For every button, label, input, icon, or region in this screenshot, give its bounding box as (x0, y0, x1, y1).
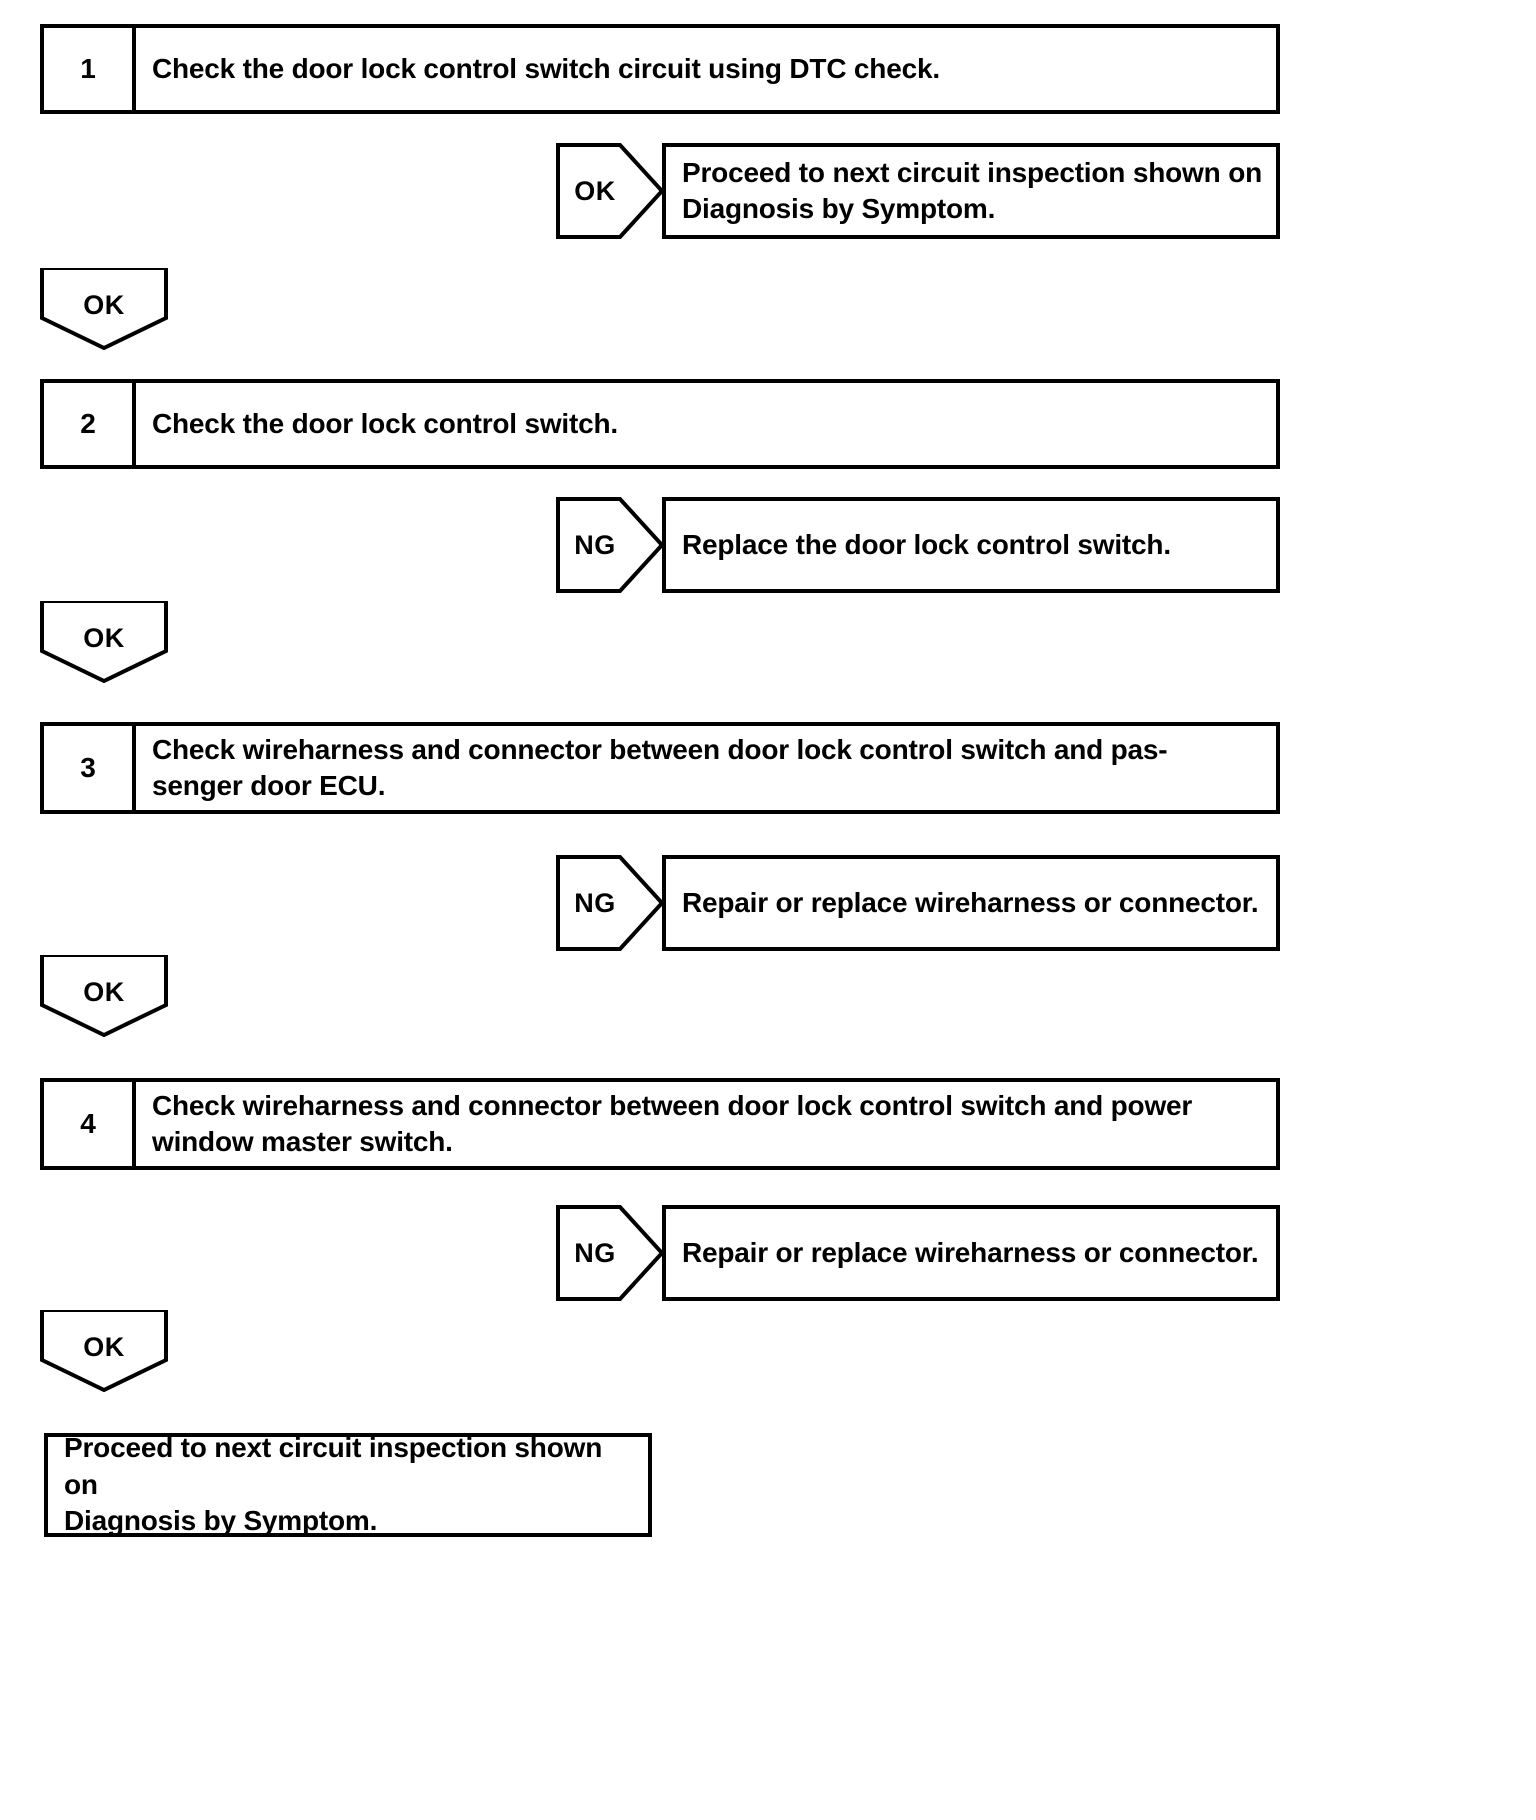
step-text-line: senger door ECU. (152, 770, 386, 801)
step-text-line: window master switch. (152, 1126, 453, 1157)
result-box-3: Repair or replace wireharness or connect… (662, 855, 1280, 951)
step-text-1: Check the door lock control switch circu… (136, 28, 1276, 110)
step-box-4: 4 Check wireharness and connector betwee… (40, 1078, 1280, 1170)
result-box-4: Repair or replace wireharness or connect… (662, 1205, 1280, 1301)
pass-arrow-ok-2: OK (40, 601, 168, 683)
branch-arrow-ng-2: NG (556, 497, 664, 593)
pass-arrow-label: OK (83, 622, 125, 653)
step-number-4: 4 (44, 1082, 136, 1166)
result-text-line: Repair or replace wireharness or connect… (682, 886, 1259, 918)
branch-arrow-label: NG (574, 1237, 616, 1268)
branch-arrow-label: NG (574, 887, 616, 918)
result-text-line: Proceed to next circuit inspection shown… (682, 156, 1262, 188)
pass-arrow-label: OK (83, 289, 125, 320)
final-text-line: Diagnosis by Symptom. (64, 1505, 378, 1537)
result-text-line: Repair or replace wireharness or connect… (682, 1236, 1259, 1268)
branch-arrow-ng-3: NG (556, 855, 664, 951)
pass-arrow-ok-1: OK (40, 268, 168, 350)
final-outcome-box: Proceed to next circuit inspection shown… (44, 1432, 652, 1537)
final-text-line: Proceed to next circuit inspection shown… (64, 1432, 603, 1500)
result-box-2: Replace the door lock control switch. (662, 497, 1280, 593)
result-text-line: Replace the door lock control switch. (682, 528, 1171, 560)
step-number-1: 1 (44, 28, 136, 110)
step-text-line: Check wireharness and connector between … (152, 734, 1168, 766)
step-text-2: Check the door lock control switch. (136, 383, 1276, 465)
step-text-3: Check wireharness and connector between … (136, 726, 1276, 810)
branch-arrow-ng-4: NG (556, 1205, 664, 1301)
step-text-line: Check the door lock control switch circu… (152, 53, 940, 85)
step-box-1: 1 Check the door lock control switch cir… (40, 24, 1280, 114)
step-box-2: 2 Check the door lock control switch. (40, 379, 1280, 469)
pass-arrow-label: OK (83, 976, 125, 1007)
step-box-3: 3 Check wireharness and connector betwee… (40, 722, 1280, 814)
result-text-line: Diagnosis by Symptom. (682, 193, 996, 224)
step-text-line: Check wireharness and connector between … (152, 1090, 1193, 1122)
step-text-line: Check the door lock control switch. (152, 408, 618, 440)
branch-arrow-ok-1: OK (556, 143, 664, 239)
step-text-4: Check wireharness and connector between … (136, 1082, 1276, 1166)
branch-arrow-label: OK (574, 175, 616, 206)
result-box-1: Proceed to next circuit inspection shown… (662, 143, 1280, 239)
step-number-2: 2 (44, 383, 136, 465)
pass-arrow-ok-4: OK (40, 1310, 168, 1392)
branch-arrow-label: NG (574, 529, 616, 560)
step-number-3: 3 (44, 726, 136, 810)
pass-arrow-ok-3: OK (40, 955, 168, 1037)
pass-arrow-label: OK (83, 1331, 125, 1362)
